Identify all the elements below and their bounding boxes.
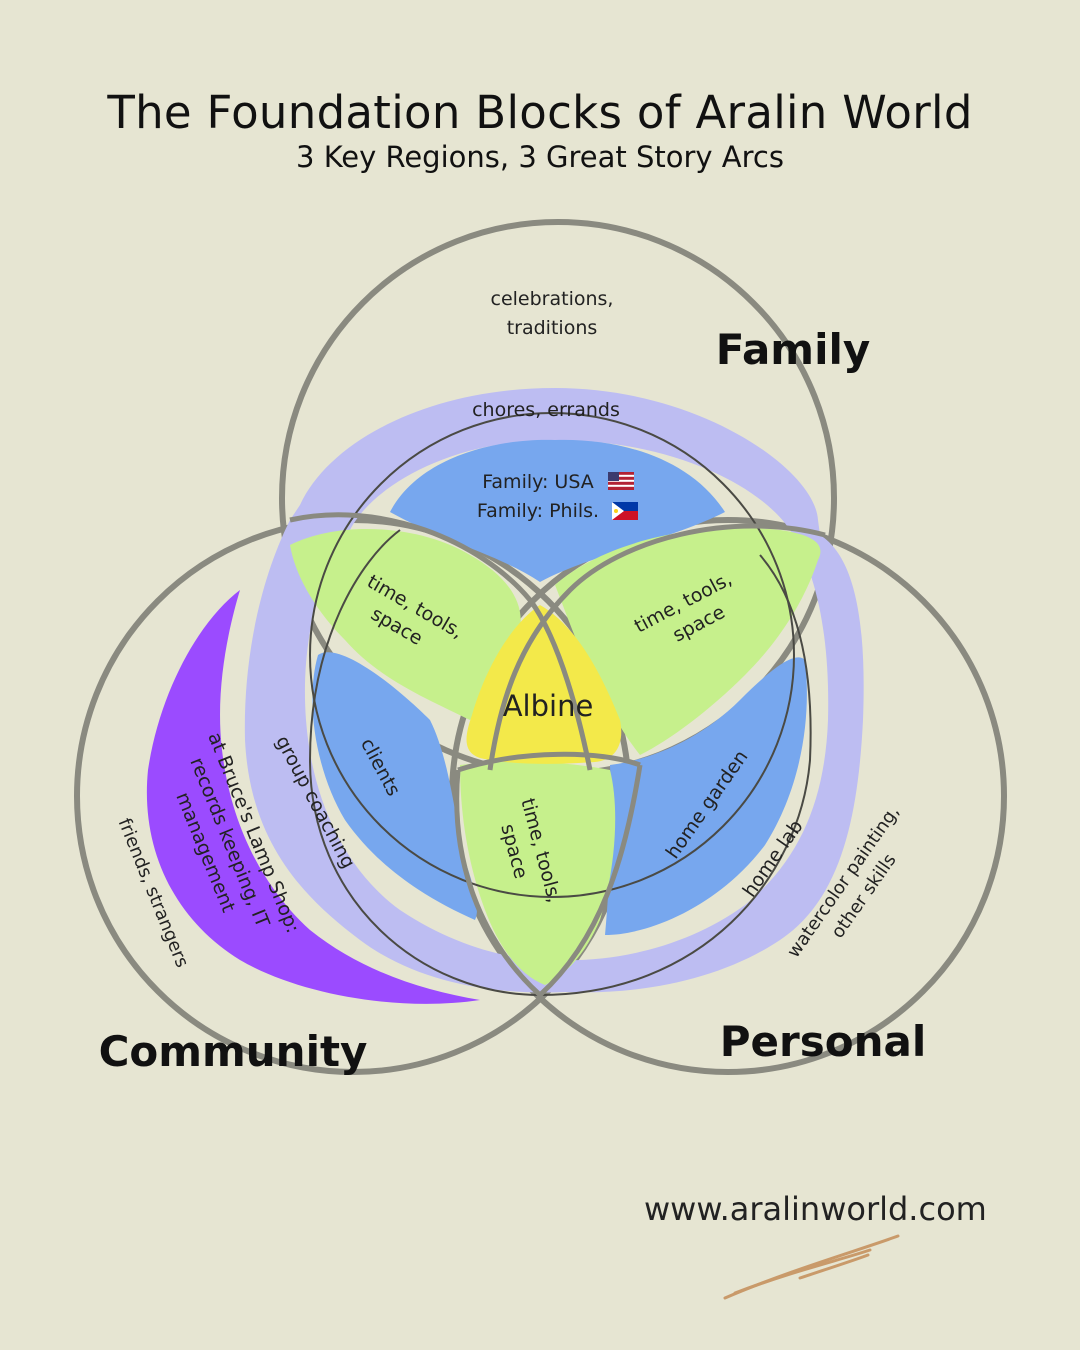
- celebrations-label-line2: traditions: [507, 317, 598, 339]
- flag-usa-icon: [608, 472, 634, 490]
- celebrations-label-line1: celebrations,: [491, 288, 614, 310]
- community-personal-green-region: [460, 761, 616, 985]
- community-circle-label: Community: [99, 1027, 368, 1076]
- personal-circle-label: Personal: [720, 1017, 926, 1066]
- page-title: The Foundation Blocks of Aralin World: [107, 86, 973, 139]
- family-phils-label: Family: Phils.: [477, 500, 599, 522]
- family-circle-label: Family: [716, 325, 871, 374]
- trefoil-outline-bottom: [454, 751, 643, 999]
- center-yellow-region: [466, 605, 622, 764]
- personal-inner-arc: [539, 554, 812, 996]
- trefoil-outline-left: [289, 512, 593, 771]
- center-albine-label: Albine: [503, 689, 594, 723]
- page-subtitle: 3 Key Regions, 3 Great Story Arcs: [296, 140, 784, 174]
- swoosh-decoration: [723, 1234, 900, 1300]
- website-url: www.aralinworld.com: [644, 1190, 987, 1228]
- flag-philippines-icon: [612, 502, 638, 520]
- chores-label: chores, errands: [472, 399, 620, 421]
- trefoil-outline-right: [487, 523, 826, 771]
- family-inner-circle: [309, 412, 795, 898]
- community-blue-region: [312, 652, 477, 920]
- community-inner-arc: [308, 529, 541, 996]
- family-personal-green-region: [555, 527, 821, 755]
- family-usa-label: Family: USA: [482, 471, 594, 493]
- family-blue-region: [390, 439, 725, 582]
- community-purple-region: [146, 590, 480, 1004]
- family-community-green-region: [290, 528, 521, 720]
- personal-blue-region: [605, 657, 807, 935]
